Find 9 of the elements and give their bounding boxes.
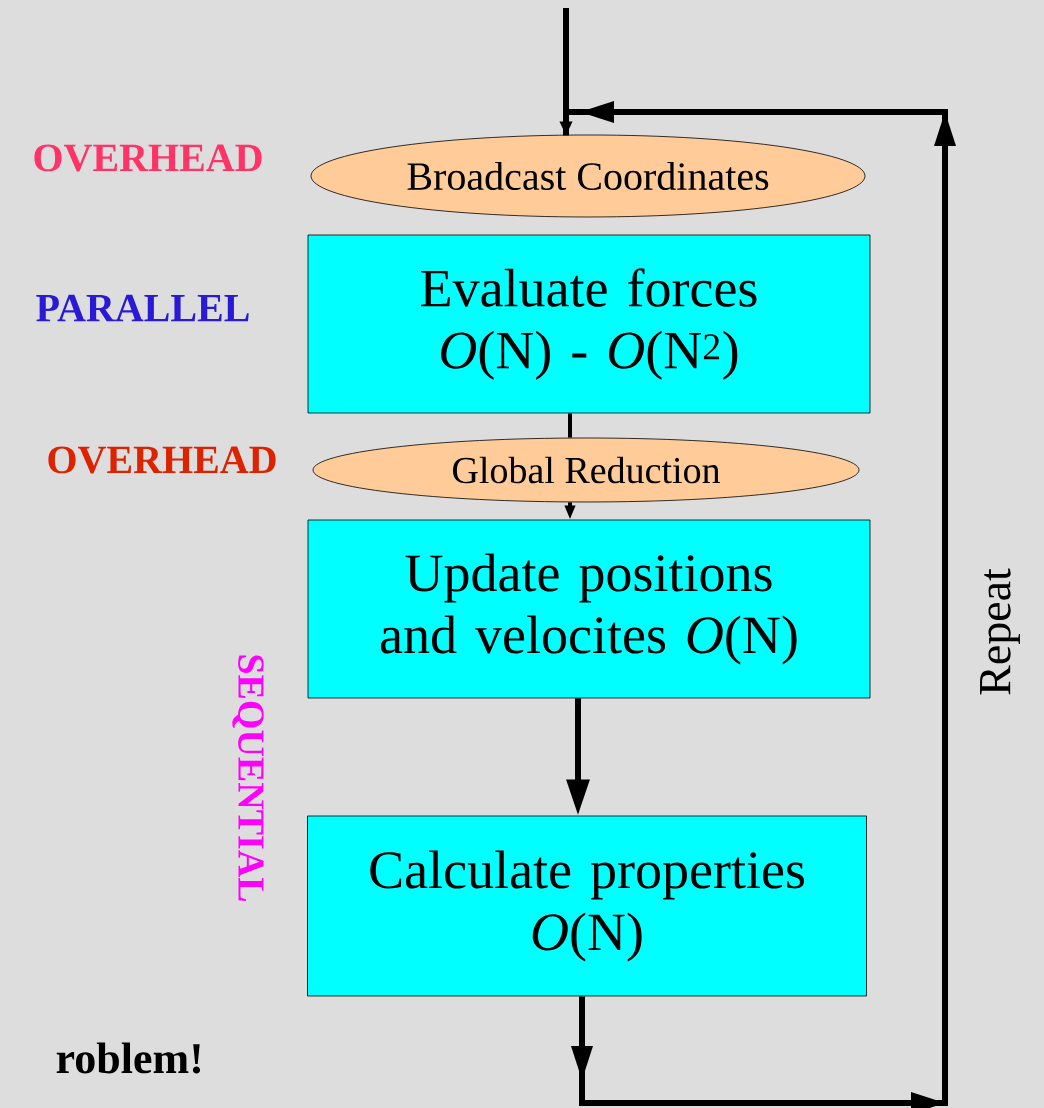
text-fragment: roblem!: [56, 1042, 201, 1074]
edge-label: Repeat: [978, 566, 1022, 698]
process-box: Calculate properties O(N): [307, 815, 867, 997]
parallel-label: PARALLEL: [36, 294, 249, 322]
sequential-label: SEQUENTIAL: [232, 655, 264, 901]
process-box: Update positions and velocites O(N): [307, 519, 871, 699]
process-box: Evaluate forces O(N) - O(N$^{2}$): [307, 234, 871, 414]
overhead-label: OVERHEAD: [34, 144, 262, 172]
overhead-label: OVERHEAD: [48, 446, 276, 474]
